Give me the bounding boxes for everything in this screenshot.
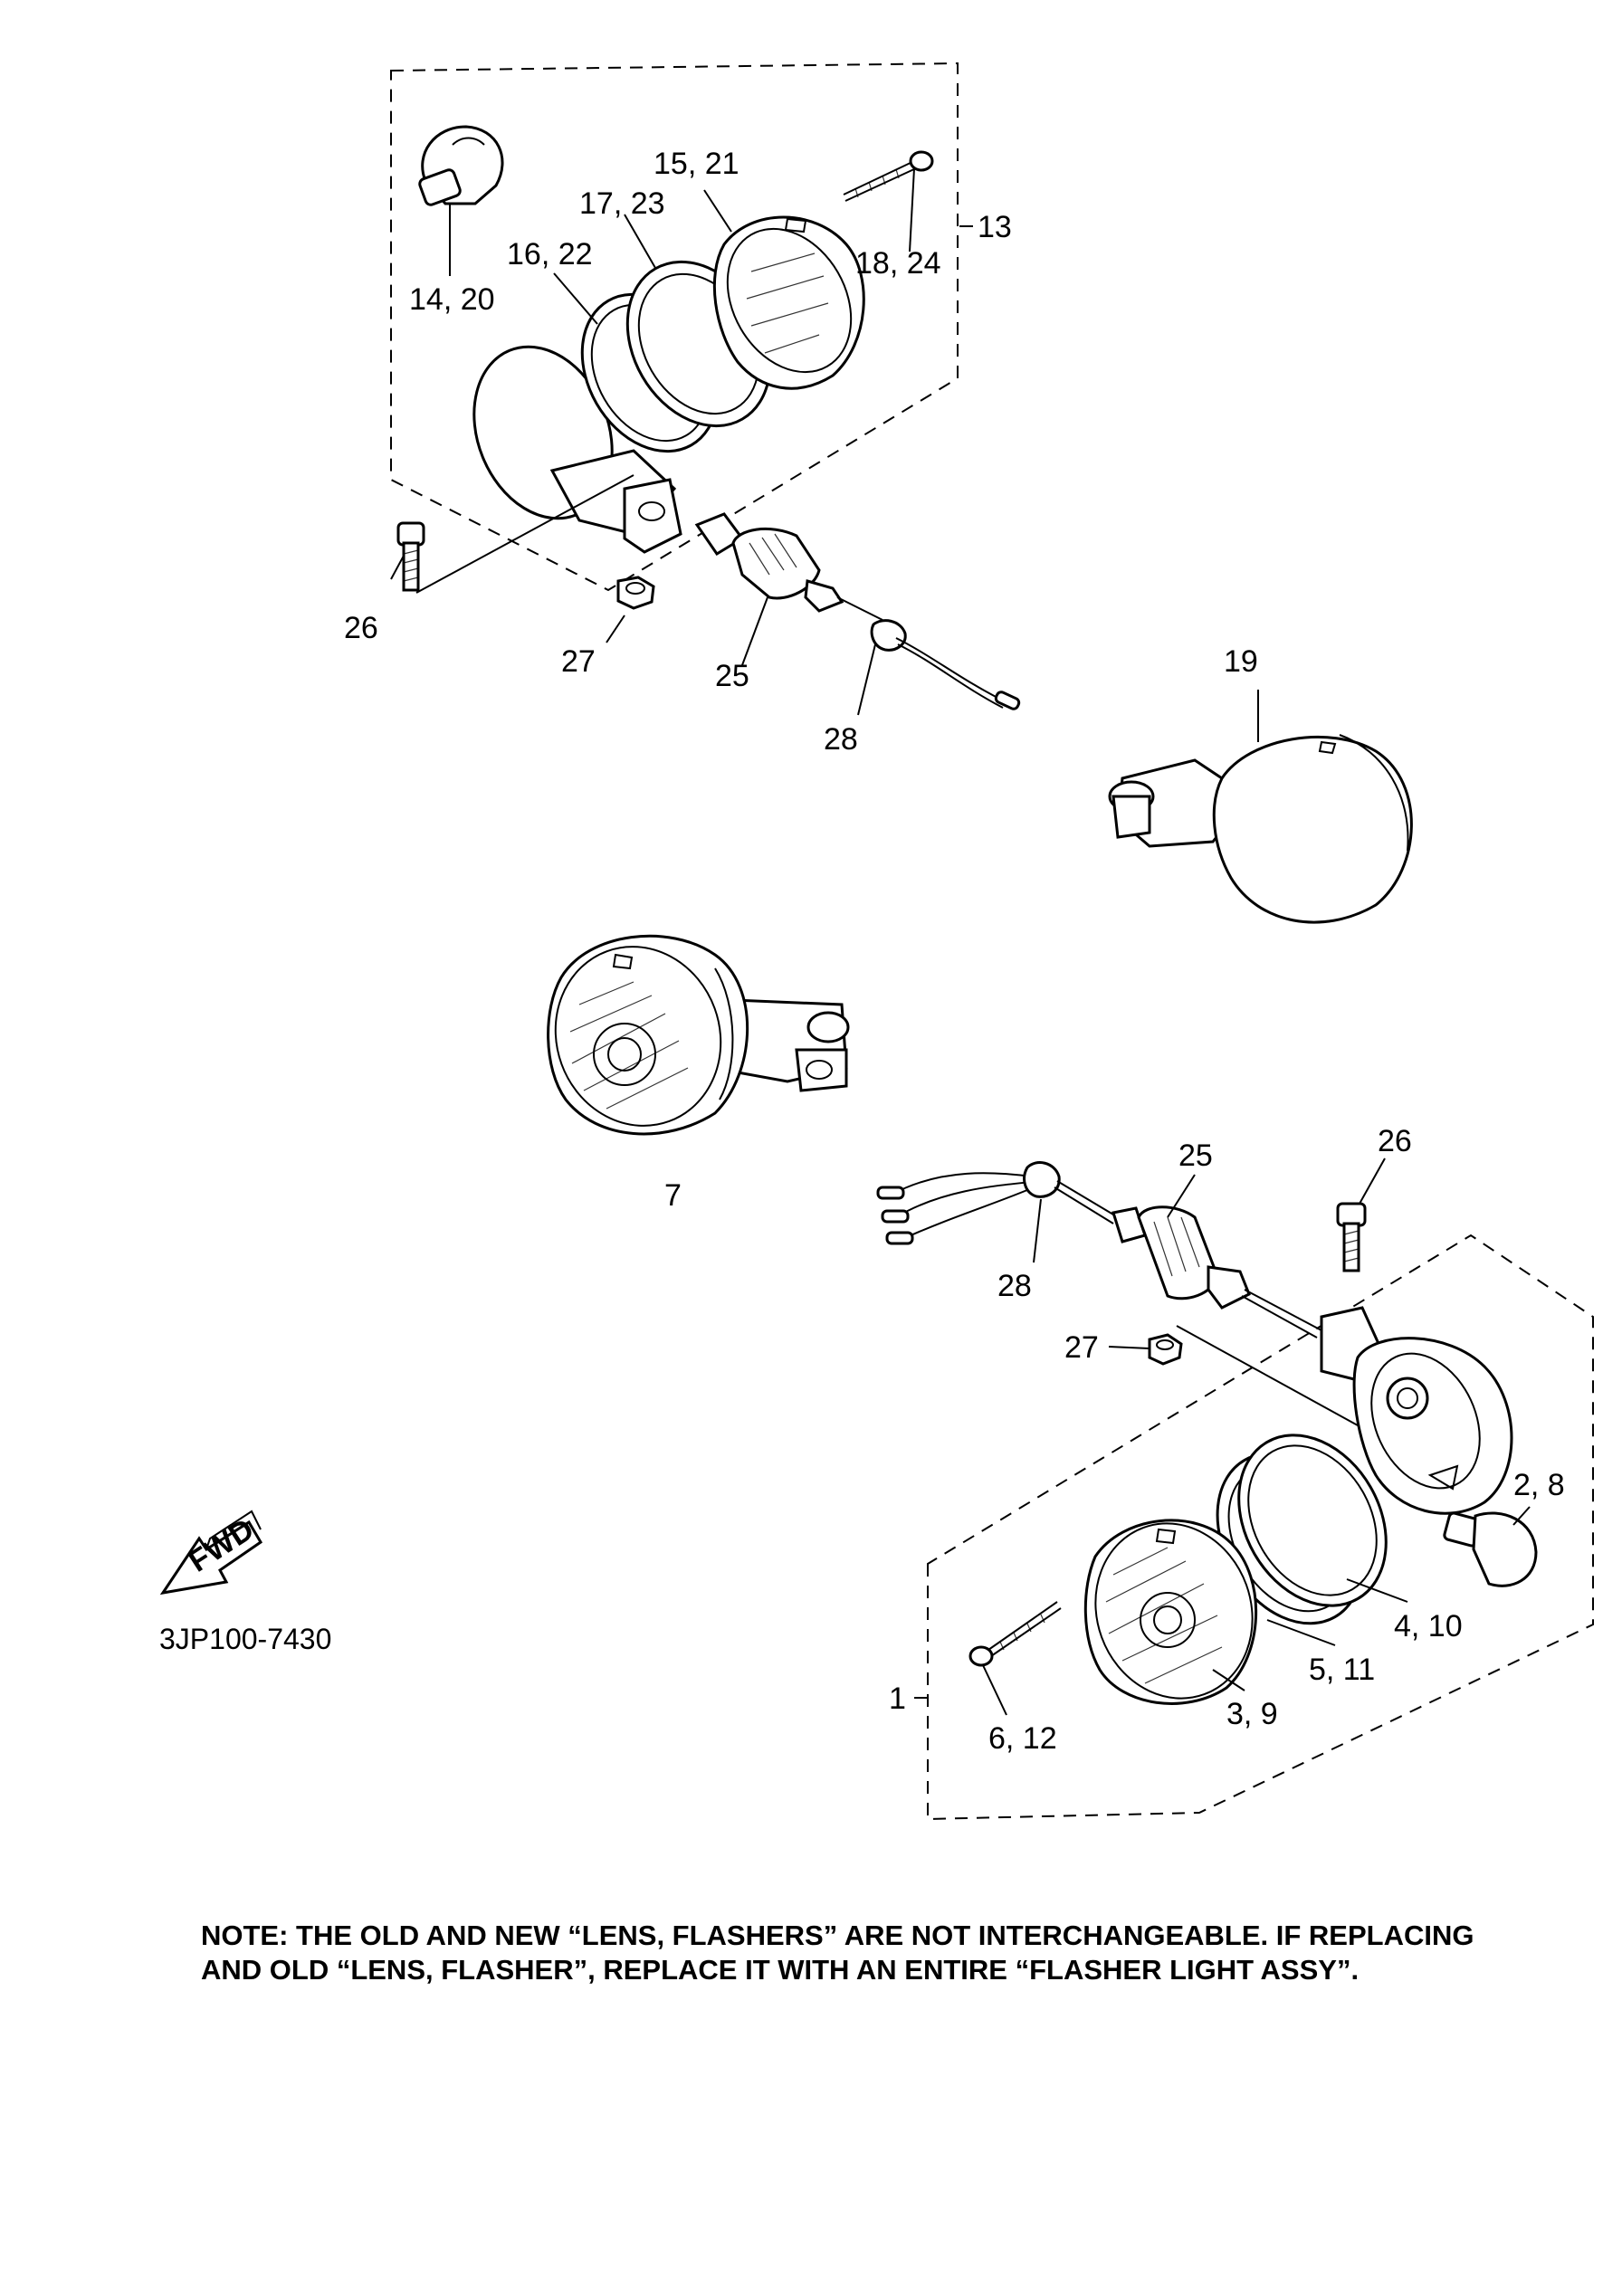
callout-3-9: 3, 9 [1226, 1697, 1278, 1731]
callout-16-22: 16, 22 [507, 237, 593, 272]
bulb-bottom-2-8 [1443, 1511, 1538, 1587]
lens-top-15-21 [712, 215, 865, 390]
callout-6-12: 6, 12 [988, 1721, 1057, 1756]
assembly-1-bottom-flasher [876, 1158, 1594, 1821]
diagram-code: 3JP100-7430 [159, 1623, 331, 1655]
callout-25-bottom: 25 [1178, 1138, 1213, 1173]
interchangeability-note: NOTE: THE OLD AND NEW “LENS, FLASHERS” A… [201, 1919, 1522, 1987]
rim-bottom-4-10 [1237, 1434, 1388, 1607]
callout-25-top: 25 [715, 659, 749, 693]
callout-2-8: 2, 8 [1513, 1468, 1565, 1502]
callout-26-top: 26 [344, 611, 378, 645]
leaders-bottom [914, 1158, 1531, 1716]
nut-top-27 [616, 576, 655, 610]
callout-18-24: 18, 24 [855, 246, 941, 281]
callout-27-top: 27 [561, 644, 596, 679]
lens-bottom-3-9 [1083, 1519, 1257, 1705]
callout-26-bottom: 26 [1378, 1124, 1412, 1158]
assembly-13-top-flasher [390, 62, 1259, 742]
callout-4-10: 4, 10 [1394, 1609, 1463, 1643]
screw-bottom-6-12 [968, 1601, 1062, 1667]
housing-top [472, 345, 682, 554]
housing-bottom [1320, 1306, 1513, 1515]
callout-5-11: 5, 11 [1309, 1653, 1375, 1687]
housing-19 [1108, 734, 1413, 924]
bulb-top-14-20 [418, 125, 504, 206]
assembly-1-boundary [927, 1234, 1594, 1821]
callout-1: 1 [889, 1682, 906, 1716]
callout-13: 13 [978, 210, 1012, 244]
callout-19: 19 [1224, 644, 1258, 679]
fwd-arrow: FWD [159, 1510, 263, 1596]
callout-14-20: 14, 20 [409, 282, 495, 317]
callout-28-top: 28 [824, 722, 858, 757]
screw-top-18-24 [843, 150, 934, 202]
wires-bottom-28 [876, 1161, 1119, 1245]
callout-28-bottom: 28 [997, 1269, 1032, 1303]
nut-bottom-27 [1148, 1333, 1183, 1366]
callout-labels: 13 14, 20 15, 21 16, 22 17, 23 18, 24 26… [344, 147, 1565, 1756]
bolt-bottom-26 [1336, 1202, 1367, 1272]
callout-27-bottom: 27 [1064, 1330, 1099, 1365]
socket-bottom-25 [1112, 1205, 1322, 1339]
note-line-1: NOTE: THE OLD AND NEW “LENS, FLASHERS” A… [201, 1920, 1474, 1951]
callout-17-23: 17, 23 [579, 186, 665, 221]
note-line-2: AND OLD “LENS, FLASHER”, REPLACE IT WITH… [201, 1954, 1360, 1986]
callout-15-21: 15, 21 [654, 147, 739, 181]
socket-wire-top-25-28 [694, 512, 1021, 710]
leaders-top [390, 167, 1259, 742]
flasher-7 [547, 934, 850, 1136]
bolt-top-26 [396, 521, 425, 592]
callout-7: 7 [664, 1178, 682, 1213]
